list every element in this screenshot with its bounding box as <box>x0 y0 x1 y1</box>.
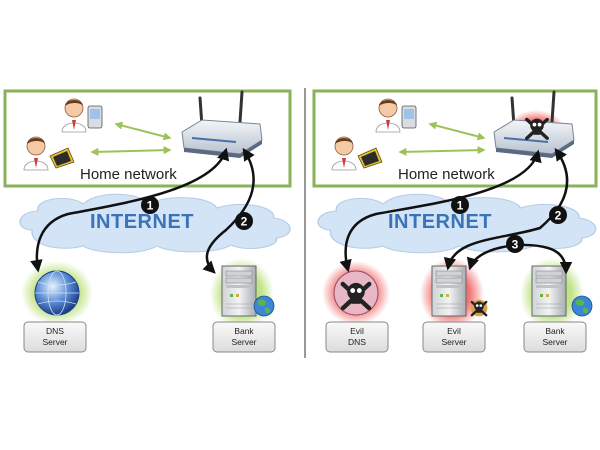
bank-label-line1-right: Bank <box>545 326 565 336</box>
arrow-router-to-evil-server <box>443 147 569 271</box>
svg-text:1: 1 <box>457 199 464 213</box>
server-tower-icon <box>221 265 257 317</box>
svg-text:3: 3 <box>512 238 519 252</box>
arrow-router-to-bank <box>202 147 255 274</box>
globe-icon <box>34 270 80 316</box>
server-tower-icon <box>531 265 567 317</box>
bank-label-line1: Bank <box>234 326 254 336</box>
internet-label-right: INTERNET <box>388 211 492 233</box>
skull-crossbones-icon <box>470 299 488 317</box>
svg-text:1: 1 <box>147 199 154 213</box>
green-arrow-upper-right <box>428 121 486 141</box>
dns-label-line2: Server <box>42 337 67 347</box>
evil-dns-label-line1: Evil <box>350 326 364 336</box>
earth-icon <box>253 295 275 317</box>
bank-label-line2-right: Server <box>542 337 567 347</box>
evil-server-label-line1: Evil <box>447 326 461 336</box>
evil-dns-label-line2: DNS <box>348 337 366 347</box>
arrow-evil-server-to-bank <box>466 243 573 275</box>
svg-text:2: 2 <box>241 215 248 229</box>
internet-label: INTERNET <box>90 211 194 233</box>
bank-server-label-box-right: Bank Server <box>523 321 587 353</box>
evil-server-label-line2: Server <box>441 337 466 347</box>
dns-label-line1: DNS <box>46 326 64 336</box>
green-arrow-upper <box>114 121 172 141</box>
step-badge-2-right: 2 <box>549 206 567 224</box>
step-badge-3-right: 3 <box>506 235 524 253</box>
svg-text:2: 2 <box>555 209 562 223</box>
server-tower-icon <box>431 265 467 317</box>
home-network-label-right: Home network <box>398 166 495 183</box>
step-badge-1: 1 <box>141 196 159 214</box>
dns-server-label-box: DNS Server <box>23 321 87 353</box>
bank-label-line2: Server <box>231 337 256 347</box>
evil-server-label-box: Evil Server <box>422 321 486 353</box>
earth-icon <box>571 295 593 317</box>
step-badge-1-right: 1 <box>451 196 469 214</box>
home-network-label: Home network <box>80 166 177 183</box>
right-panel: Home network INTERNET Evil <box>312 89 598 353</box>
bank-server-label-box: Bank Server <box>212 321 276 353</box>
left-panel: Home network INTERNET DNS <box>3 89 292 353</box>
step-badge-2: 2 <box>235 212 253 230</box>
evil-dns-label-box: Evil DNS <box>325 321 389 353</box>
